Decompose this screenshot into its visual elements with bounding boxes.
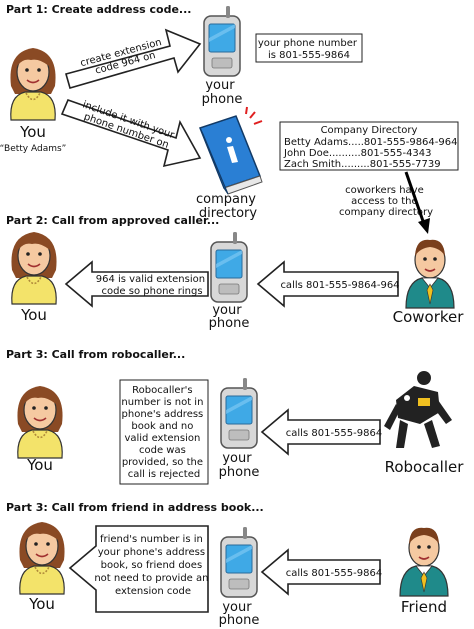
section-title-4: Part 3: Call from friend in address book…	[6, 501, 264, 514]
directory-label: company directory	[196, 192, 260, 221]
call-arrow-2	[256, 260, 399, 308]
access-arrow	[404, 171, 426, 225]
section-title-1: Part 1: Create address code...	[6, 3, 191, 16]
phone-icon-4	[220, 526, 258, 598]
call-text-4: calls 801-555-9864	[286, 568, 382, 579]
you-label-3: You	[26, 456, 53, 474]
you-label-1: You	[19, 123, 46, 141]
phone-label-4: your phone	[219, 600, 260, 628]
you-avatar-3	[16, 385, 64, 459]
arrow-to-phone	[65, 28, 202, 89]
section-title-2: Part 2: Call from approved caller...	[6, 214, 219, 227]
call-arrow-4	[260, 548, 381, 596]
ring-arrow-4	[68, 525, 209, 613]
robocaller-label: Robocaller	[385, 458, 465, 476]
access-arrow-head	[418, 218, 430, 234]
access-note: coworkers have access to the company dir…	[339, 185, 433, 218]
you-avatar-1	[9, 47, 57, 121]
phone-icon-2	[210, 231, 248, 303]
directory-row-2: John Doe..........801-555-4343	[283, 148, 432, 159]
you-avatar-4	[18, 521, 66, 595]
phone-number-note	[255, 33, 363, 63]
phone-icon-1	[203, 5, 241, 77]
call-arrow-3	[260, 408, 381, 456]
arrow-to-directory	[60, 98, 202, 168]
directory-row-1: Betty Adams.....801-555-9864-964	[284, 137, 457, 148]
directory-box	[279, 121, 459, 171]
book-icon	[199, 115, 263, 195]
ring-arrow-2	[64, 260, 209, 308]
reject-note-box	[119, 379, 209, 485]
alert-marks-icon	[245, 106, 263, 125]
directory-box-title: Company Directory	[321, 125, 418, 136]
phone-label-3: your phone	[219, 451, 260, 480]
you-label-2: You	[20, 306, 47, 324]
call-text-2: calls 801-555-9864-964	[280, 280, 399, 291]
coworker-avatar	[405, 239, 455, 309]
reject-note-text: Robocaller's number is not in phone's ad…	[121, 385, 206, 480]
you-name-1: “Betty Adams”	[0, 144, 66, 154]
friend-avatar	[399, 526, 449, 597]
phone-number-note-text: your phone number is 801-555-9864	[258, 38, 360, 61]
you-avatar-2	[10, 231, 58, 305]
you-label-4: You	[28, 595, 55, 613]
robot-icon	[384, 371, 452, 448]
friend-label: Friend	[401, 598, 447, 616]
arrow-bottom-text: include it with your phone number on	[77, 99, 178, 152]
coworker-label: Coworker	[393, 308, 465, 326]
section-title-3: Part 3: Call from robocaller...	[6, 348, 185, 361]
phone-label-1: your phone	[202, 78, 243, 107]
phone-icon-3	[220, 377, 258, 449]
phone-label-2: your phone	[209, 303, 250, 331]
call-text-3: calls 801-555-9864	[286, 428, 382, 439]
note-4: friend's number is in your phone's addre…	[94, 534, 211, 597]
note-2: 964 is valid extension code so phone rin…	[96, 274, 209, 297]
directory-row-3: Zach Smith.........801-555-7739	[284, 159, 441, 170]
